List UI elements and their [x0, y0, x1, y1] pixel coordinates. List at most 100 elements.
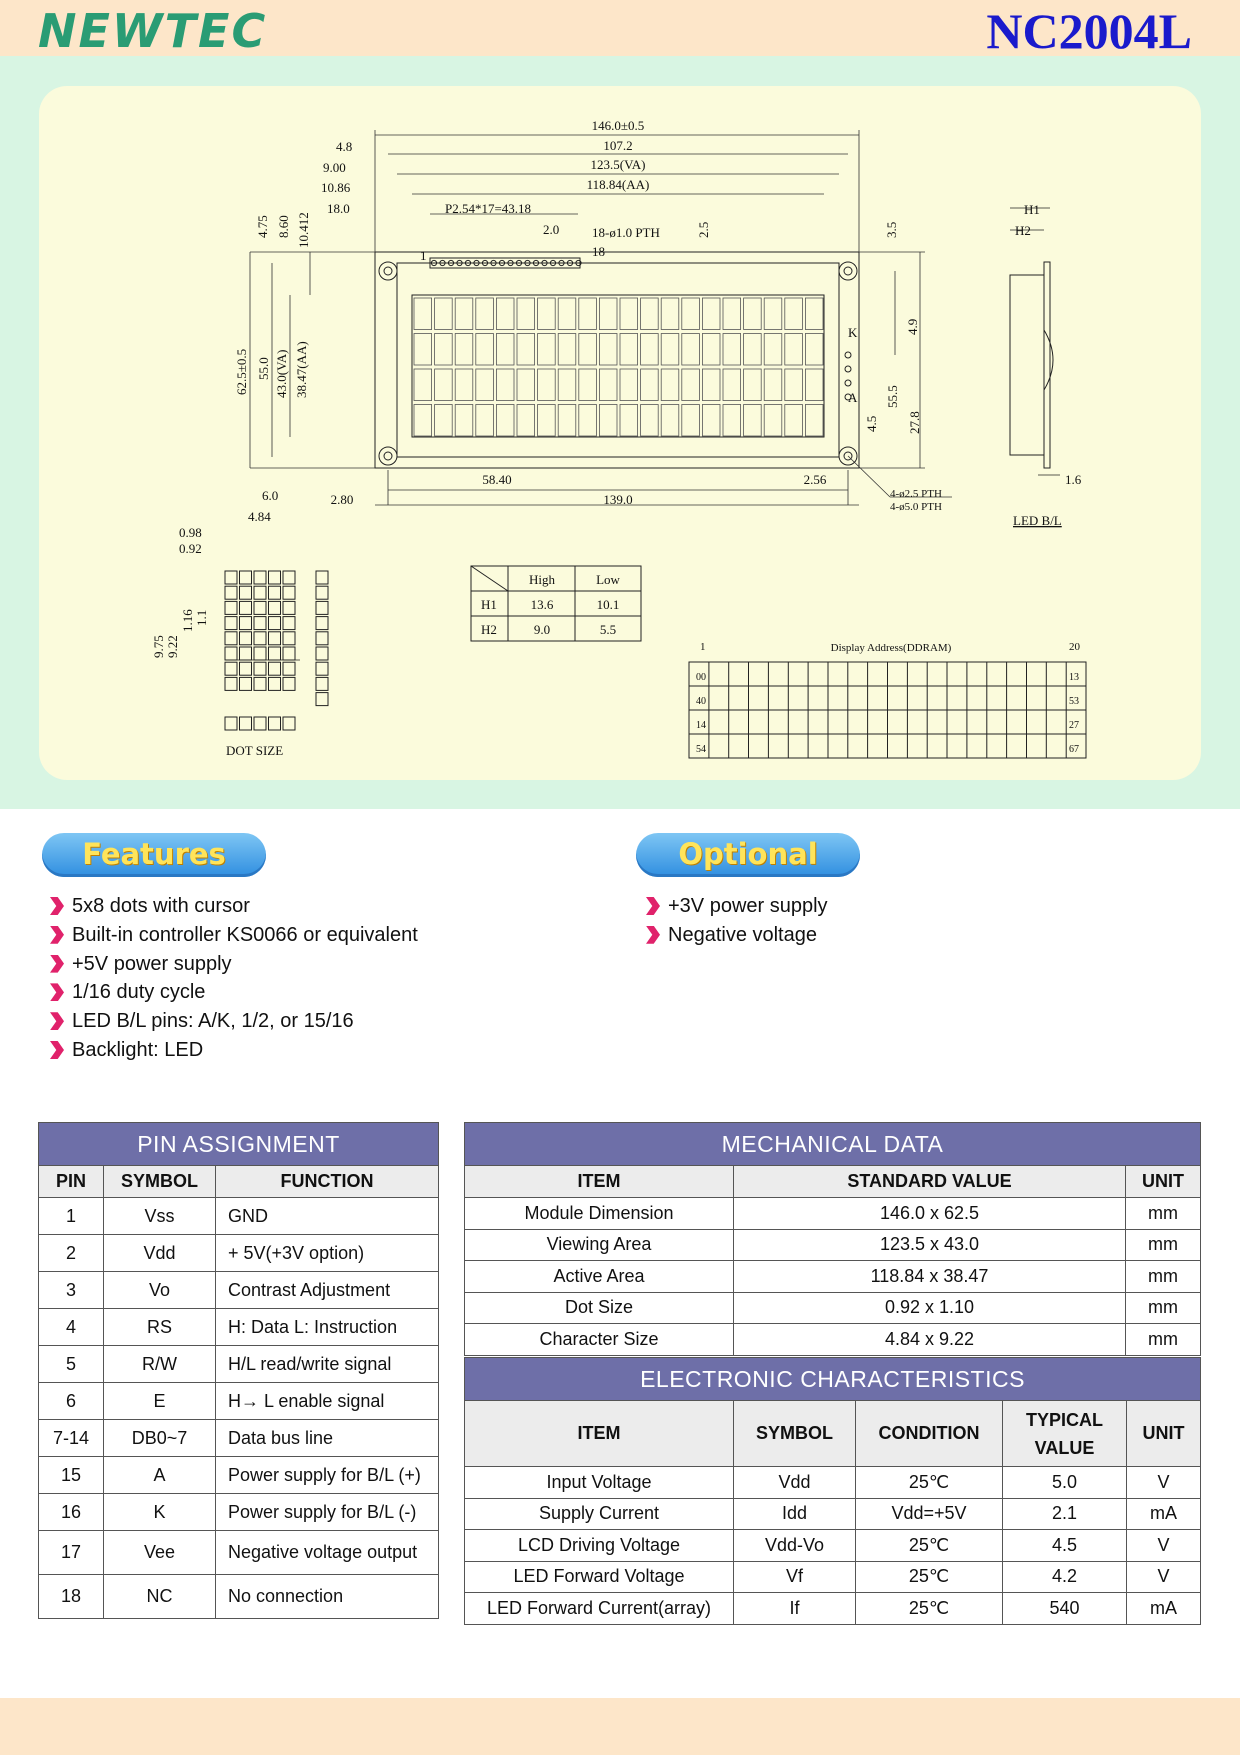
- ddram-r2: 27: [1069, 720, 1079, 731]
- bullet-arrow-icon: [50, 1012, 64, 1031]
- character-cell: [722, 333, 742, 366]
- character-cell: [557, 368, 577, 401]
- side-h1: H1: [1024, 202, 1040, 217]
- dot-cell: [282, 600, 296, 615]
- bullet-arrow-icon: [646, 925, 660, 944]
- bullet-arrow-icon: [50, 897, 64, 915]
- dot-cell: [315, 692, 329, 707]
- character-cell: [640, 297, 659, 330]
- ddram-r1: 53: [1069, 696, 1079, 707]
- pin-row-cell: H→ L enable signal: [215, 1382, 439, 1420]
- side-h2: H2: [1015, 223, 1031, 238]
- character-cell: [640, 404, 659, 437]
- dim-2-5: 2.5: [696, 222, 711, 238]
- character-cell: [763, 333, 783, 366]
- character-cell: [743, 333, 762, 366]
- dot-cell: [239, 600, 252, 615]
- dim-38-47: 38.47(AA): [294, 341, 309, 398]
- pin-row-cell: 1: [38, 1197, 104, 1235]
- dot-0-92: 0.92: [179, 541, 202, 556]
- dot-cell: [253, 616, 267, 631]
- dot-cell: [253, 600, 267, 615]
- ddram-last: 20: [1069, 641, 1081, 653]
- elec-table-title: ELECTRONIC CHARACTERISTICS: [464, 1357, 1201, 1401]
- feature-item: LED B/L pins: A/K, 1/2, or 15/16: [46, 1007, 418, 1036]
- character-cell: [763, 368, 783, 401]
- pin-col-header: PIN: [38, 1165, 104, 1198]
- optional-list: +3V power supply Negative voltage: [642, 892, 828, 950]
- character-cell: [660, 404, 680, 437]
- dot-caption: DOT SIZE: [226, 743, 283, 758]
- dim-139: 139.0: [603, 492, 632, 507]
- character-cell: [434, 297, 453, 330]
- mech-item-header: ITEM: [464, 1165, 734, 1198]
- mech-row-cell: 146.0 x 62.5: [733, 1197, 1126, 1230]
- dot-cell: [268, 646, 281, 661]
- dot-cell: [315, 600, 329, 615]
- character-cell: [743, 297, 762, 330]
- function-col-header: FUNCTION: [215, 1165, 439, 1198]
- elec-row-cell: 25℃: [855, 1529, 1003, 1562]
- elec-row-cell: If: [733, 1592, 856, 1625]
- pin-row-cell: Power supply for B/L (-): [215, 1493, 439, 1531]
- mech-row-cell: mm: [1125, 1323, 1201, 1356]
- elec-row-cell: V: [1126, 1466, 1201, 1499]
- character-cell: [784, 297, 803, 330]
- character-cell: [660, 333, 680, 366]
- dot-cell: [253, 661, 267, 676]
- mech-row-cell: 123.5 x 43.0: [733, 1228, 1126, 1261]
- h-head-low: Low: [596, 572, 620, 587]
- elec-row-cell: V: [1126, 1560, 1201, 1593]
- pin-row-cell: Negative voltage output: [215, 1530, 439, 1575]
- dot-cell: [268, 676, 281, 691]
- pin-row-cell: GND: [215, 1197, 439, 1235]
- pin-pad: [464, 259, 472, 267]
- dot-cell: [268, 661, 281, 676]
- dot-cell: [224, 716, 238, 731]
- dot-cell: [268, 585, 281, 600]
- dimension-lines: [249, 130, 952, 506]
- character-cell: [805, 404, 824, 437]
- side-1-6: 1.6: [1065, 472, 1082, 487]
- company-logo: NEWTEC: [38, 4, 268, 58]
- elec-row-cell: Vdd-Vo: [733, 1529, 856, 1562]
- mech-row-cell: Active Area: [464, 1260, 734, 1293]
- label-k: K: [848, 325, 858, 340]
- character-cell: [557, 297, 577, 330]
- dim-2-8: 2.80: [331, 492, 354, 507]
- feature-item: +5V power supply: [46, 950, 418, 979]
- ddram-r3: 67: [1069, 744, 1079, 755]
- character-cell: [537, 404, 556, 437]
- dot-matrix: [224, 570, 296, 731]
- elec-row-cell: LED Forward Current(array): [464, 1592, 734, 1625]
- character-cell: [434, 404, 453, 437]
- character-cell: [640, 333, 659, 366]
- ddram-r0: 13: [1069, 672, 1079, 683]
- pin-pad: [566, 259, 574, 267]
- dim-2: 2.0: [543, 222, 559, 237]
- pin-row-cell: + 5V(+3V option): [215, 1234, 439, 1272]
- elec-row-cell: 25℃: [855, 1466, 1003, 1499]
- dot-cell: [268, 716, 281, 731]
- dim-4-5: 4.5: [864, 416, 879, 432]
- character-cell: [681, 297, 700, 330]
- dim-118: 118.84(AA): [587, 177, 650, 192]
- dim-4-8: 4.8: [336, 139, 352, 154]
- h-row2-low: 5.5: [600, 622, 616, 637]
- elec-row-cell: 4.2: [1002, 1560, 1127, 1593]
- pin-row-cell: A: [103, 1456, 216, 1494]
- optional-title: Optional: [678, 837, 818, 871]
- pin-1: 1: [420, 248, 427, 263]
- dot-1-16: 1.16: [180, 609, 195, 632]
- pin-pad: [447, 259, 455, 267]
- pin-row-cell: 7-14: [38, 1419, 104, 1457]
- h-row1-low: 10.1: [597, 597, 620, 612]
- character-cell: [413, 368, 433, 401]
- dim-62-5: 62.5±0.5: [234, 349, 249, 395]
- dot-6: 6.0: [262, 488, 278, 503]
- elec-row-cell: 5.0: [1002, 1466, 1127, 1499]
